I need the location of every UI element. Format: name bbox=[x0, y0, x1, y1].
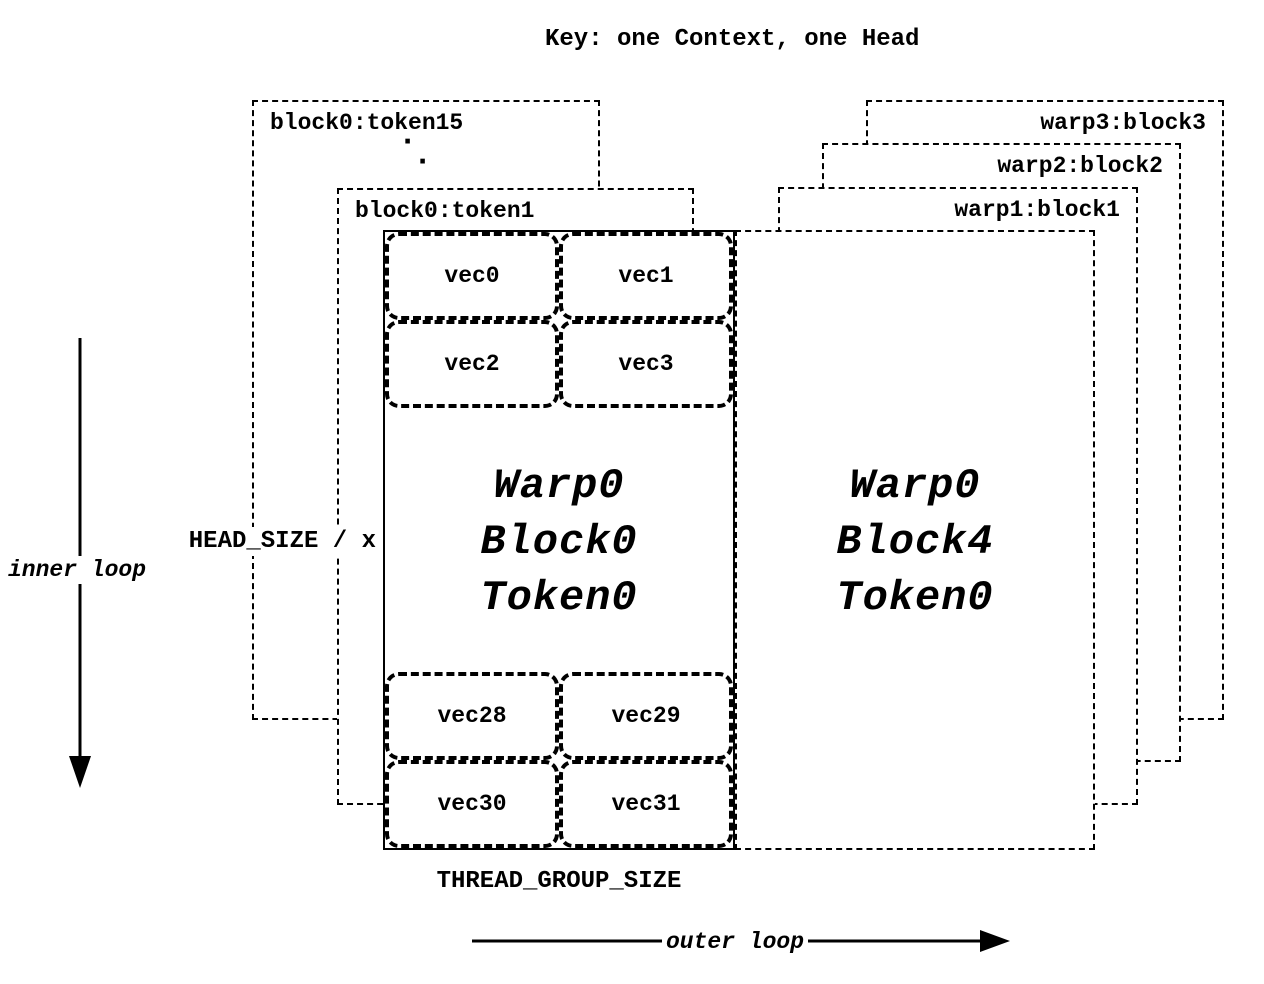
right-box-line2: Block4 bbox=[836, 518, 994, 566]
inner-loop-arrow bbox=[69, 338, 91, 788]
vec-cell: vec3 bbox=[559, 320, 733, 408]
head-size-label: HEAD_SIZE / x bbox=[160, 527, 380, 556]
layer-label-block0-token15: block0:token15 bbox=[270, 110, 464, 136]
vec-cell: vec0 bbox=[385, 232, 559, 320]
warp0-block4-text: Warp0 Block4 Token0 bbox=[737, 458, 1093, 626]
layer-label-warp3-block3: warp3:block3 bbox=[1040, 110, 1206, 136]
thread-group-size-label: THREAD_GROUP_SIZE bbox=[436, 868, 682, 895]
ellipsis-dot: · bbox=[413, 143, 433, 180]
vec-cell: vec29 bbox=[559, 672, 733, 760]
vec-cell: vec1 bbox=[559, 232, 733, 320]
layer-label-warp2-block2: warp2:block2 bbox=[997, 153, 1163, 179]
vec-cell: vec31 bbox=[559, 760, 733, 848]
main-box-line1: Warp0 bbox=[493, 462, 625, 510]
right-box-line3: Token0 bbox=[836, 574, 994, 622]
diagram-title: Key: one Context, one Head bbox=[545, 26, 920, 53]
warp0-block0-box: vec0 vec1 vec2 vec3 Warp0 Block0 Token0 … bbox=[383, 230, 735, 850]
inner-loop-label: inner loop bbox=[4, 556, 151, 584]
warp0-block4-box: Warp0 Block4 Token0 bbox=[735, 230, 1095, 850]
vec-cell: vec28 bbox=[385, 672, 559, 760]
layer-label-warp1-block1: warp1:block1 bbox=[954, 197, 1120, 223]
ellipsis-dot: · bbox=[398, 123, 418, 160]
right-box-line1: Warp0 bbox=[849, 462, 981, 510]
outer-loop-label: outer loop bbox=[662, 928, 809, 956]
vec-cell: vec30 bbox=[385, 760, 559, 848]
layer-label-block0-token1: block0:token1 bbox=[355, 198, 535, 224]
warp0-block0-text: Warp0 Block0 Token0 bbox=[385, 458, 733, 626]
vec-cell: vec2 bbox=[385, 320, 559, 408]
main-box-line3: Token0 bbox=[480, 574, 638, 622]
main-box-line2: Block0 bbox=[480, 518, 638, 566]
